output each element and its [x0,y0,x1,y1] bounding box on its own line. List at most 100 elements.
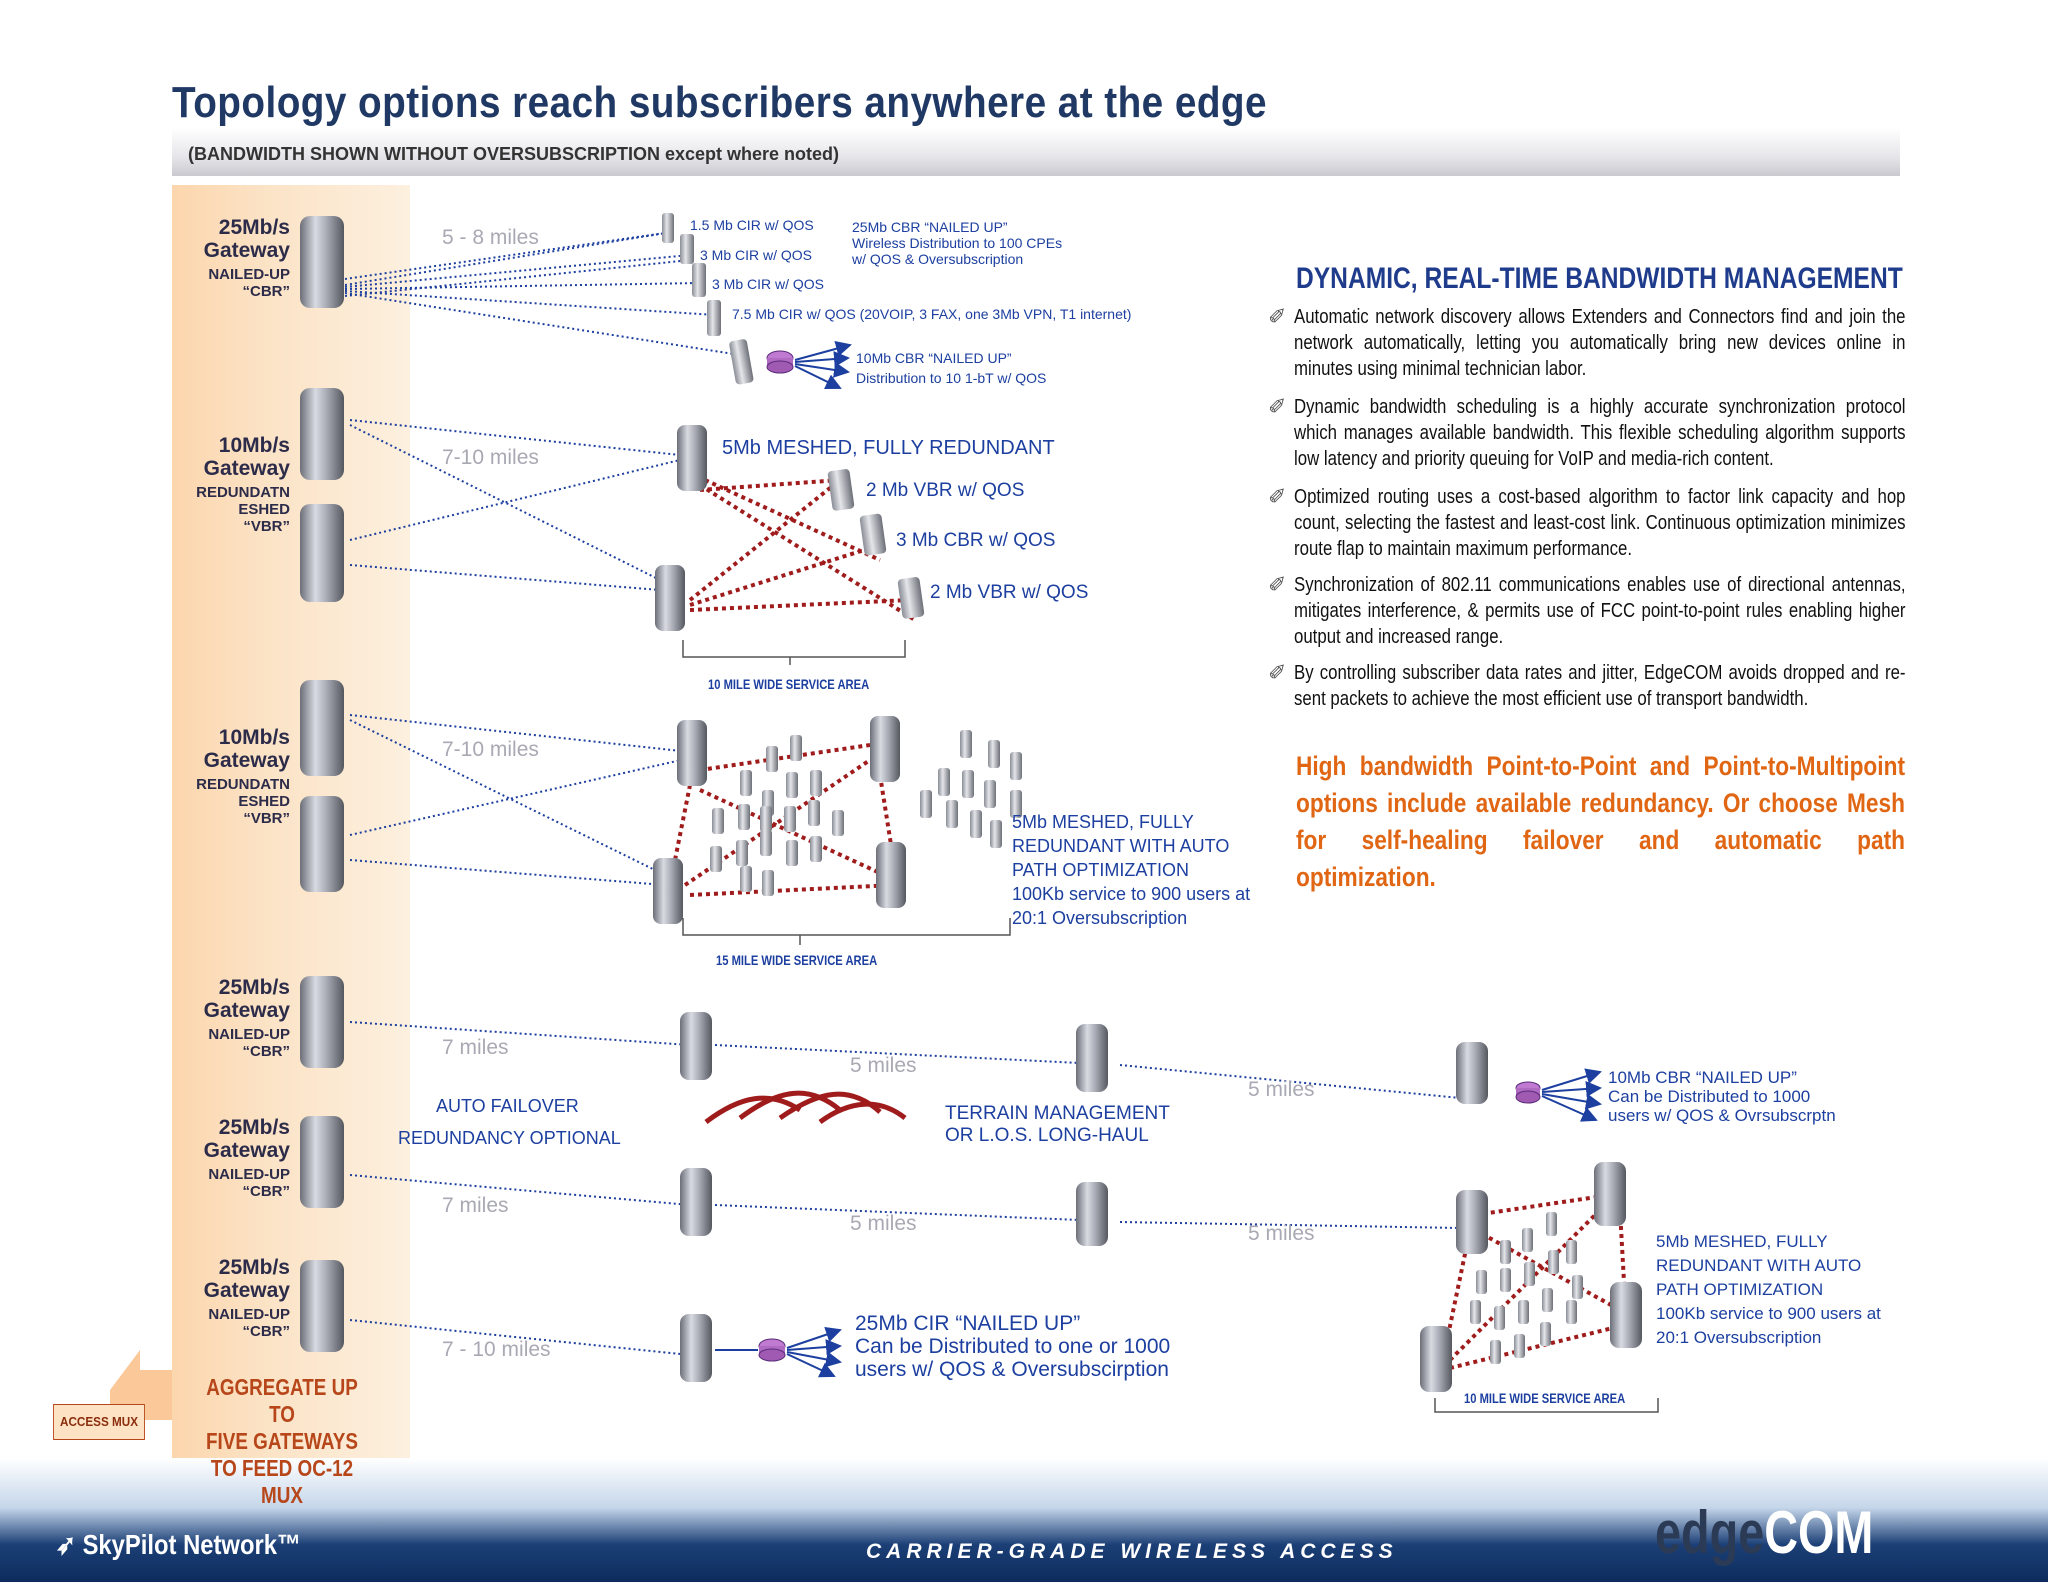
row4-fanout-arrows [1541,1068,1602,1122]
aggregate-note-line: FIVE GATEWAYS [206,1428,358,1454]
failover-label: AUTO FAILOVER [436,1096,579,1116]
mesh-links-row2 [688,478,917,622]
mesh-description-line: 20:1 Oversubscription [1012,908,1188,928]
gateway-mode: NAILED-UP [208,266,290,283]
mesh-description-line: REDUNDANT WITH AUTO [1656,1256,1862,1275]
row5-mesh-nodes [1420,1162,1642,1392]
gateway-tower [300,976,344,1068]
feature-bullet: ✐ Optimized routing uses a cost-based al… [1268,484,1906,566]
gateway-mode: NAILED-UP [208,1026,290,1043]
gateway-mode: ESHED [238,501,290,518]
mesh-description-line: PATH OPTIMIZATION [1012,860,1189,880]
gateway-mode: NAILED-UP [208,1306,290,1323]
gateway-towers [300,216,344,1352]
pencil-icon: ✐ [1268,660,1287,685]
gateway-rate: 10Mb/s [218,434,290,457]
gateway-rate: 25Mb/s [218,976,290,999]
distribution-note: 10Mb CBR “NAILED UP” Distribution to 10 … [856,348,1046,388]
cbr-note-line: w/ QOS & Oversubscription [852,251,1024,267]
row5-cpe-cluster [1470,1212,1583,1364]
gateway-class: “VBR” [243,518,290,535]
terrain-label: TERRAIN MANAGEMENT OR L.O.S. LONG-HAUL [945,1103,1170,1147]
feature-text: Dynamic bandwidth scheduling is a highly… [1294,396,1906,470]
link-label: 3 Mb CBR w/ QOS [896,530,1056,551]
cbr-note-line: 10Mb CBR “NAILED UP” [1608,1068,1797,1087]
gateway-mode: REDUNDATN [196,484,290,501]
row5-area-bracket [1434,1398,1659,1413]
edgecom-logo: edgeCOM [1655,1498,1873,1567]
gateway-class: “CBR” [242,1323,291,1340]
cbr-note-line: users w/ QOS & Ovrsubscrptn [1608,1106,1836,1125]
gateway-mode: REDUNDATN [196,776,290,793]
edgecom-logo-part: COM [1764,1499,1874,1566]
failover-label: REDUNDANCY OPTIONAL [398,1128,621,1148]
distance-label: 5 miles [850,1212,917,1235]
gateway-column-panel [172,185,410,1465]
cir-note-line: users w/ QOS & Oversubscirption [855,1358,1169,1381]
aggregate-note-line: AGGREGATE UP TO [206,1374,358,1427]
distance-label: 5 miles [850,1054,917,1077]
feature-text: Automatic network discovery allows Exten… [1294,306,1906,380]
router-icon [766,350,794,374]
mesh-description-line: 5Mb MESHED, FULLY [1656,1232,1828,1251]
cir-label: 3 Mb CIR w/ QOS [712,276,825,292]
cbr-note-line: Can be Distributed to 1000 [1608,1087,1811,1106]
row3-area-bracket [682,918,1011,945]
mesh-label: 5Mb MESHED, FULLY REDUNDANT [722,437,1055,459]
row3-links [349,714,691,886]
feature-text: Synchronization of 802.11 communications… [1294,574,1906,648]
link-label: 2 Mb VBR w/ QOS [930,582,1089,603]
gateway-type: Gateway [203,999,290,1022]
gateway-label: 25Mb/s Gateway NAILED-UP “CBR” [150,976,290,1060]
mesh-description-line: 100Kb service to 900 users at [1656,1304,1881,1323]
row3-cpe-cluster [710,730,1022,896]
cbr-note: 25Mb CBR “NAILED UP” Wireless Distributi… [852,219,1062,267]
distance-label: 5 - 8 miles [442,226,539,249]
cbr-note-line: 25Mb CBR “NAILED UP” [852,219,1008,235]
service-area-label: 15 MILE WIDE SERVICE AREA [716,952,878,968]
row1-cpe-nodes [662,213,754,385]
gateway-class: “CBR” [242,1043,291,1060]
mesh-description: 5Mb MESHED, FULLY REDUNDANT WITH AUTO PA… [1656,1230,1881,1350]
cir-label: 7.5 Mb CIR w/ QOS (20VOIP, 3 FAX, one 3M… [732,306,1132,322]
mesh-description-line: 20:1 Oversubscription [1656,1328,1822,1347]
pencil-icon: ✐ [1268,572,1287,597]
row2-area-bracket [682,640,906,665]
gateway-type: Gateway [203,1139,290,1162]
terrain-label-line: TERRAIN MANAGEMENT [945,1103,1170,1124]
feature-bullet: ✐ Automatic network discovery allows Ext… [1268,304,1906,386]
gateway-type: Gateway [203,239,290,262]
mesh-description-line: PATH OPTIMIZATION [1656,1280,1824,1299]
row1-fanout-arrows [794,340,852,390]
service-area-label: 10 MILE WIDE SERVICE AREA [708,676,870,692]
cir-note: 25Mb CIR “NAILED UP” Can be Distributed … [855,1312,1170,1381]
gateway-mode: NAILED-UP [208,1166,290,1183]
router-icon [1515,1081,1541,1104]
pencil-icon: ✐ [1268,394,1287,419]
service-area-label: 10 MILE WIDE SERVICE AREA [1464,1390,1626,1406]
cir-note-line: 25Mb CIR “NAILED UP” [855,1312,1081,1335]
mesh-description-line: REDUNDANT WITH AUTO [1012,836,1230,856]
feature-bullet: ✐ By controlling subscriber data rates a… [1268,660,1906,716]
aggregate-note-line: TO FEED OC-12 MUX [210,1455,354,1508]
long-haul-links [349,1021,1461,1356]
footer-band [0,1458,2048,1582]
relay-towers [680,1012,1488,1382]
cbr-note-line: Wireless Distribution to 100 CPEs [852,235,1063,251]
access-mux-box: ACCESS MUX [53,1404,145,1440]
aggregate-note: AGGREGATE UP TO FIVE GATEWAYS TO FEED OC… [192,1374,372,1509]
subtitle-bar [172,128,1900,176]
pencil-icon: ✐ [1268,484,1287,509]
row2-mesh-nodes [655,425,925,631]
mesh-description-line: 100Kb service to 900 users at [1012,884,1251,904]
gateway-rate: 25Mb/s [218,1116,290,1139]
cir-label: 3 Mb CIR w/ QOS [700,247,813,263]
distance-label: 5 miles [1248,1222,1315,1245]
skypilot-logo: ➶ SkyPilot Network™ [56,1528,301,1561]
gateway-type: Gateway [203,457,290,480]
gateway-label: 25Mb/s Gateway NAILED-UP “CBR” [150,1116,290,1200]
distance-label: 7-10 miles [442,738,539,761]
distance-label: 7 miles [442,1036,509,1059]
distance-label: 7 miles [442,1194,509,1217]
feature-bullet: ✐ Dynamic bandwidth scheduling is a high… [1268,394,1906,476]
